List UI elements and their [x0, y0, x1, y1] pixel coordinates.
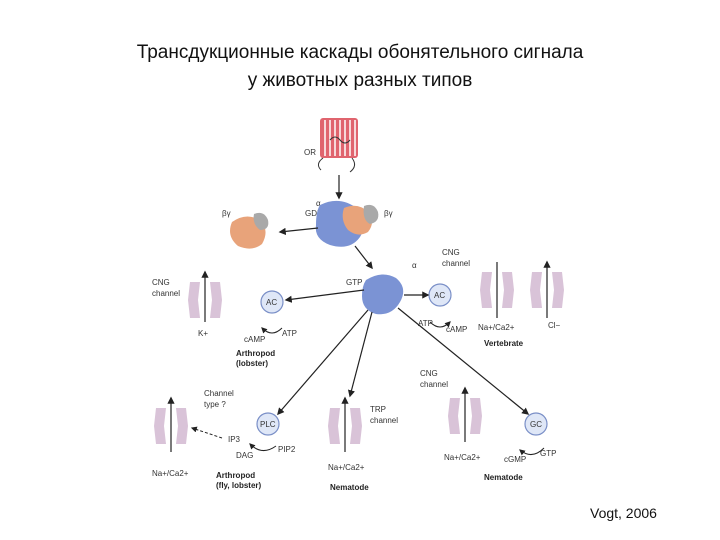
arthropod-fly-label-2: (fly, lobster)	[216, 481, 262, 490]
k-plus-label: K+	[198, 329, 208, 338]
cng-label-lobster-1: CNG	[152, 278, 170, 287]
nematode-gc-pathway: CNG channel GC cGMP GTP Na+/Ca2+ Nematod…	[397, 307, 556, 482]
g-gamma-subunit	[363, 204, 379, 224]
beta-gamma-dimer: βγ	[222, 209, 269, 249]
gtp-to-cgmp-arrow	[519, 447, 545, 456]
arthropod-lobster-label-2: (lobster)	[236, 359, 268, 368]
channel-type-label-1: Channel	[204, 389, 234, 398]
na-ca-label-nematode: Na+/Ca2+	[444, 453, 481, 462]
cl-label: Cl−	[548, 321, 561, 330]
arrow-to-trp	[347, 311, 373, 398]
cng-channel-vertebrate	[480, 262, 514, 318]
atp-label-vertebrate: ATP	[418, 319, 433, 328]
plc-enzyme	[256, 412, 280, 436]
camp-label-vertebrate: cAMP	[446, 325, 467, 334]
gc-label: GC	[530, 420, 542, 429]
citation: Vogt, 2006	[590, 505, 657, 521]
ac-enzyme-lobster	[260, 290, 284, 314]
arthropod-lobster-pathway: CNG channel K+ AC cAMP ATP Arthropod (lo…	[152, 270, 365, 368]
ac-label-vertebrate: AC	[434, 291, 445, 300]
pip2-cleavage-arrow	[249, 443, 277, 451]
arrow-to-beta-gamma	[278, 227, 319, 235]
nematode-label-trp: Nematode	[330, 483, 369, 492]
g-protein-complex: α GDP βγ	[305, 199, 393, 247]
released-gamma-subunit	[253, 212, 269, 230]
arthropod-fly-label-1: Arthropod	[216, 471, 255, 480]
nematode-label-gc: Nematode	[484, 473, 523, 482]
cng-label-vertebrate-1: CNG	[442, 248, 460, 257]
cng-label-lobster-2: channel	[152, 289, 180, 298]
arrow-to-plc	[277, 309, 369, 416]
vertebrate-pathway: CNG channel AC ATP cAMP Na+/Ca2+ Cl− Ver…	[404, 248, 564, 348]
cng-channel-lobster	[188, 270, 222, 322]
arrow-to-ac-lobster	[284, 289, 365, 303]
atp-to-camp-arrow-lobster	[261, 327, 283, 334]
olfactory-receptor: OR	[304, 118, 358, 173]
atp-to-camp-arrow-vertebrate	[429, 321, 451, 328]
na-ca-label-fly: Na+/Ca2+	[152, 469, 189, 478]
beta-gamma-label-left: βγ	[222, 209, 231, 218]
cl-channel-vertebrate	[530, 260, 564, 318]
slide-title-line-2: у животных разных типов	[247, 70, 473, 91]
slide-title-line-1: Трансдукционные каскады обонятельного си…	[136, 42, 584, 63]
plc-label: PLC	[260, 420, 276, 429]
receptor-ligand	[329, 136, 351, 144]
ac-label-lobster: AC	[266, 298, 277, 307]
g-alpha-gtp: GTP α	[346, 261, 417, 315]
unknown-channel-fly	[154, 396, 188, 452]
or-label: OR	[304, 148, 316, 157]
gc-enzyme	[524, 412, 548, 436]
trp-label-2: channel	[370, 416, 398, 425]
na-ca-label-vertebrate: Na+/Ca2+	[478, 323, 515, 332]
arthropod-fly-pathway: Channel type ? PLC IP3 DAG PIP2 Na+/Ca2+…	[152, 309, 369, 490]
dashed-arrow-to-channel	[190, 426, 223, 439]
atp-label-lobster: ATP	[282, 329, 297, 338]
nematode-trp-pathway: TRP channel Na+/Ca2+ Nematode	[328, 311, 398, 492]
arthropod-lobster-label-1: Arthropod	[236, 349, 275, 358]
gtp-label-nematode: GTP	[540, 449, 556, 458]
na-ca-label-trp: Na+/Ca2+	[328, 463, 365, 472]
ip3-label: IP3	[228, 435, 241, 444]
pip2-label: PIP2	[278, 445, 296, 454]
active-g-alpha-subunit	[362, 274, 404, 315]
gdp-label: GDP	[305, 209, 322, 218]
dag-label: DAG	[236, 451, 253, 460]
cng-label-nematode-2: channel	[420, 380, 448, 389]
cng-channel-nematode	[448, 386, 482, 442]
alpha-label-2: α	[412, 261, 417, 270]
channel-type-label-2: type ?	[204, 400, 226, 409]
trp-channel	[328, 396, 362, 452]
vertebrate-label: Vertebrate	[484, 339, 524, 348]
arrow-to-gc	[397, 307, 530, 415]
gtp-label: GTP	[346, 278, 362, 287]
trp-label-1: TRP	[370, 405, 386, 414]
cng-label-vertebrate-2: channel	[442, 259, 470, 268]
beta-gamma-label-right: βγ	[384, 209, 393, 218]
camp-label-lobster: cAMP	[244, 335, 265, 344]
cgmp-label: cGMP	[504, 455, 526, 464]
cng-label-nematode-1: CNG	[420, 369, 438, 378]
alpha-label: α	[316, 199, 321, 208]
arrow-to-g-alpha-gtp	[354, 245, 373, 270]
